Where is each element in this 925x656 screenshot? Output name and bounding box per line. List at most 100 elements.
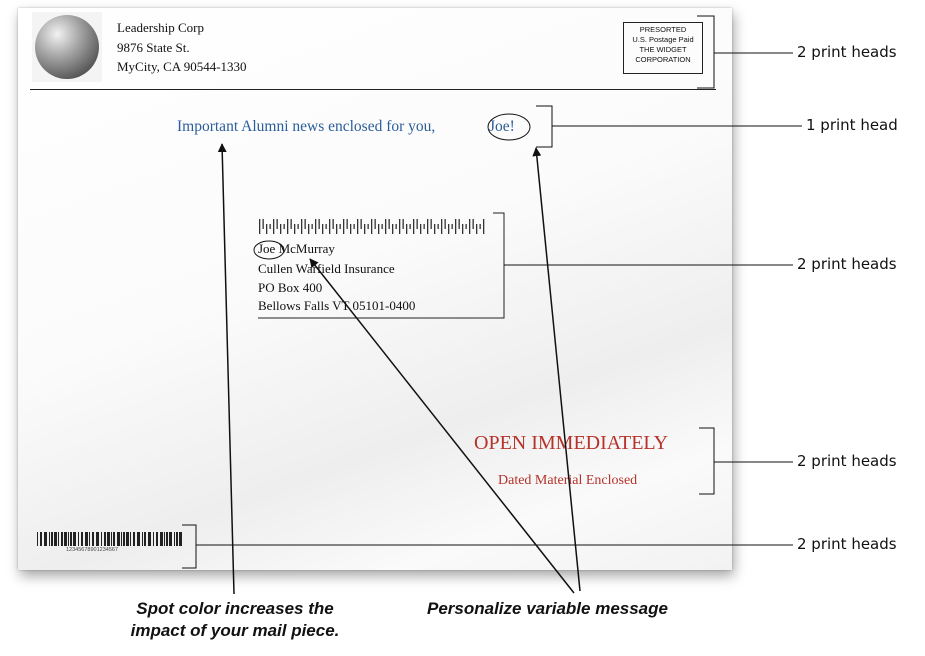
barcode-bar	[479, 224, 481, 229]
caption-line: Spot color increases the	[136, 599, 334, 618]
barcode-bar	[311, 224, 313, 229]
barcode-bar	[40, 532, 42, 546]
barcode-bar	[61, 532, 63, 546]
barcode-bar	[301, 219, 303, 234]
barcode-number: 12345678901234567	[66, 547, 119, 553]
recipient-company: Cullen Warfield Insurance	[258, 261, 395, 276]
barcode-bar	[133, 532, 135, 546]
barcode-bar	[262, 219, 264, 229]
personalized-name: Joe!	[489, 118, 515, 135]
barcode-bar	[381, 224, 383, 229]
barcode-bar	[416, 219, 418, 229]
barcode-bar	[423, 224, 425, 229]
barcode-bar	[413, 219, 415, 234]
barcode-bar	[388, 219, 390, 229]
envelope: Leadership Corp 9876 State St. MyCity, C…	[18, 8, 732, 570]
barcode-bar	[85, 532, 88, 546]
barcode-bar	[462, 224, 464, 234]
barcode-bar	[142, 532, 143, 546]
header-divider	[30, 89, 716, 90]
callout-print-heads: 2 print heads	[797, 452, 897, 470]
barcode-bar	[385, 219, 387, 234]
barcode-bar	[290, 219, 292, 229]
spot-color-arrow	[217, 143, 235, 595]
postage-print-heads: 2 print heads	[797, 43, 897, 61]
spot-color-caption: Spot color increases the impact of your …	[115, 598, 355, 642]
barcode-bar	[325, 224, 327, 229]
barcode-bar	[315, 219, 317, 234]
barcode-bar	[444, 219, 446, 229]
barcode-bar	[322, 224, 324, 234]
barcode-bar	[406, 224, 408, 234]
barcode-bar	[160, 532, 163, 546]
barcode-bar	[153, 532, 154, 546]
barcode-bar	[273, 219, 275, 234]
barcode-bar	[294, 224, 296, 234]
barcode-bar	[318, 219, 320, 229]
barcode-bar	[54, 532, 57, 546]
barcode-bar	[179, 532, 182, 546]
barcode-bar	[169, 532, 172, 546]
barcode-bar	[392, 224, 394, 234]
barcode-bar	[437, 224, 439, 229]
barcode-bar	[357, 219, 359, 234]
address-print-heads: 2 print heads	[797, 255, 897, 273]
barcode-bar	[465, 224, 467, 229]
open-immediately: OPEN IMMEDIATELY	[474, 432, 669, 454]
product-barcode	[37, 532, 182, 546]
barcode-bar	[476, 224, 478, 234]
barcode-bar	[73, 532, 76, 546]
postage-line: CORPORATION	[635, 55, 691, 64]
barcode-bar	[420, 224, 422, 234]
barcode-bar	[130, 532, 131, 546]
barcode-bar	[176, 532, 178, 546]
barcode-bracket	[182, 524, 197, 569]
barcode-bar	[409, 224, 411, 229]
barcode-bar	[104, 532, 106, 546]
barcode-bar	[346, 219, 348, 229]
barcode-bar	[332, 219, 334, 229]
barcode-bar	[402, 219, 404, 229]
barcode-bar	[81, 532, 83, 546]
name-highlight-circle	[253, 240, 285, 260]
barcode-bar	[441, 219, 443, 234]
barcode-bar	[92, 532, 94, 546]
recipient-city: Bellows Falls VT 05101-0400	[258, 298, 416, 313]
barcode-bar	[483, 219, 485, 234]
barcode-bar	[101, 532, 102, 546]
barcode-bar	[343, 219, 345, 234]
barcode-bar	[350, 224, 352, 234]
barcode-bar	[111, 532, 112, 546]
postage-indicia: PRESORTED U.S. Postage Paid THE WIDGET C…	[623, 22, 703, 74]
barcode-bar	[51, 532, 53, 546]
barcode-bar	[360, 219, 362, 229]
barcode-bar	[49, 532, 50, 546]
postage-bracket	[697, 15, 715, 89]
postage-line: THE WIDGET	[639, 45, 687, 54]
barcode-bar	[164, 532, 165, 546]
barcode-bar	[469, 219, 471, 234]
alumni-message: Important Alumni news enclosed for you,	[177, 118, 436, 135]
barcode-bar	[378, 224, 380, 234]
return-street: 9876 State St.	[117, 40, 190, 55]
barcode-bar	[283, 224, 285, 229]
barcode-bar	[144, 532, 146, 546]
dated-material: Dated Material Enclosed	[498, 473, 638, 488]
barcode-bar	[276, 219, 278, 229]
barcode-bar	[339, 224, 341, 229]
postage-line: PRESORTED	[639, 25, 687, 34]
barcode-bar	[308, 224, 310, 234]
barcode-bar	[399, 219, 401, 234]
message-bracket	[536, 105, 553, 148]
barcode-bar	[329, 219, 331, 234]
barcode-bar	[174, 532, 175, 546]
barcode-bar	[472, 219, 474, 229]
barcode-bar	[44, 532, 47, 546]
barcode-bar	[123, 532, 125, 546]
personalize-caption: Personalize variable message	[427, 599, 668, 618]
name-highlight-circle	[487, 113, 531, 141]
caption-line: impact of your mail piece.	[130, 621, 340, 640]
barcode-bar	[430, 219, 432, 229]
barcode-bar	[96, 532, 99, 546]
